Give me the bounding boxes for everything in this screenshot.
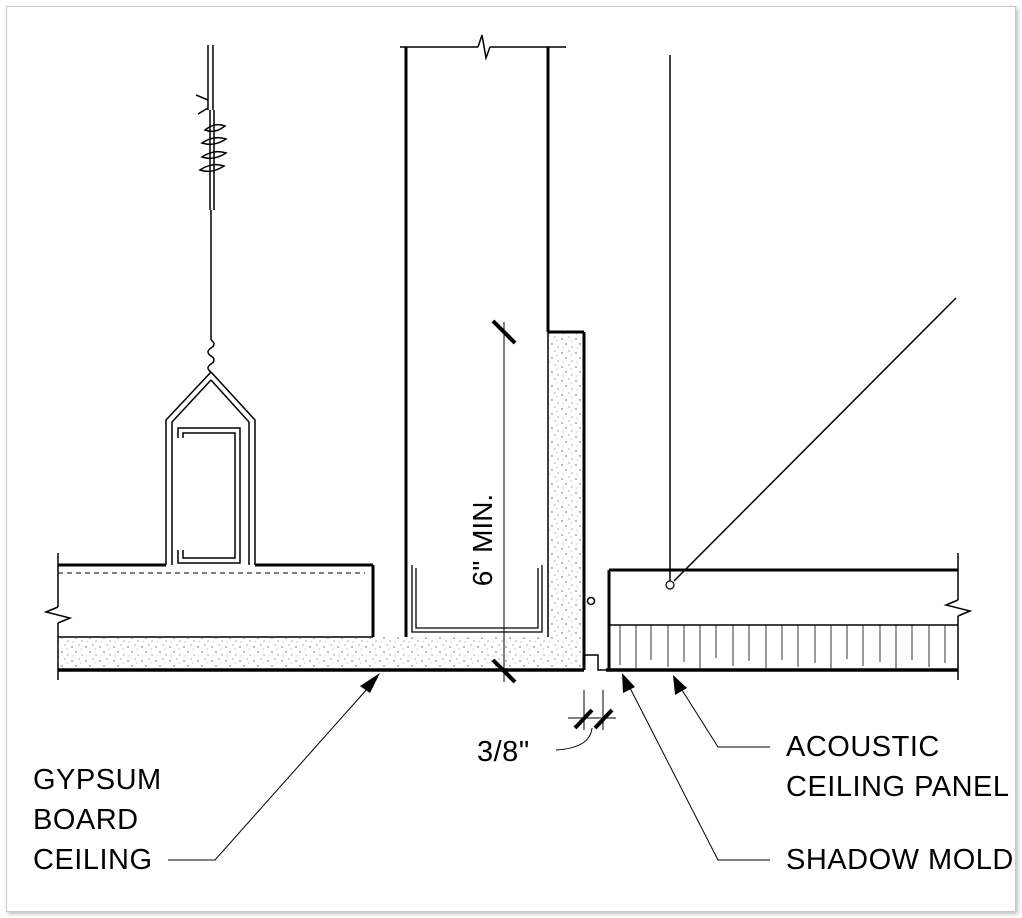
gypsum-board <box>58 330 586 672</box>
main-channel <box>177 427 241 564</box>
dimension-text-3-8: 3/8" <box>477 736 530 768</box>
soffit-framing <box>400 34 566 637</box>
acoustic-ceiling-system <box>606 55 973 680</box>
leader-gypsum <box>168 673 380 861</box>
dimension-label-3-8: 3/8" <box>477 732 530 772</box>
label-gypsum-board-ceiling: GYPSUM BOARD CEILING <box>33 760 162 880</box>
dimension-6-min <box>491 319 517 684</box>
label-line: CEILING <box>33 844 153 876</box>
label-line: GYPSUM <box>33 764 162 796</box>
label-acoustic-ceiling-panel: ACOUSTIC CEILING PANEL <box>786 727 1010 807</box>
label-line: BOARD <box>33 804 139 836</box>
dimension-3-8 <box>555 690 616 751</box>
hanger-wire <box>195 45 228 373</box>
hanger-clip <box>165 371 256 565</box>
label-shadow-mold: SHADOW MOLD <box>786 840 1014 880</box>
leader-shadow-mold <box>622 673 770 861</box>
dimension-text-6-min: 6" MIN. <box>467 493 498 587</box>
label-line: CEILING PANEL <box>786 771 1010 803</box>
drawing-frame <box>6 6 1016 912</box>
shadow-mold <box>584 596 606 671</box>
label-line: ACOUSTIC <box>786 731 940 763</box>
acoustic-panel-texture <box>619 625 946 668</box>
leader-acoustic <box>673 675 770 748</box>
label-line: SHADOW MOLD <box>786 844 1014 876</box>
